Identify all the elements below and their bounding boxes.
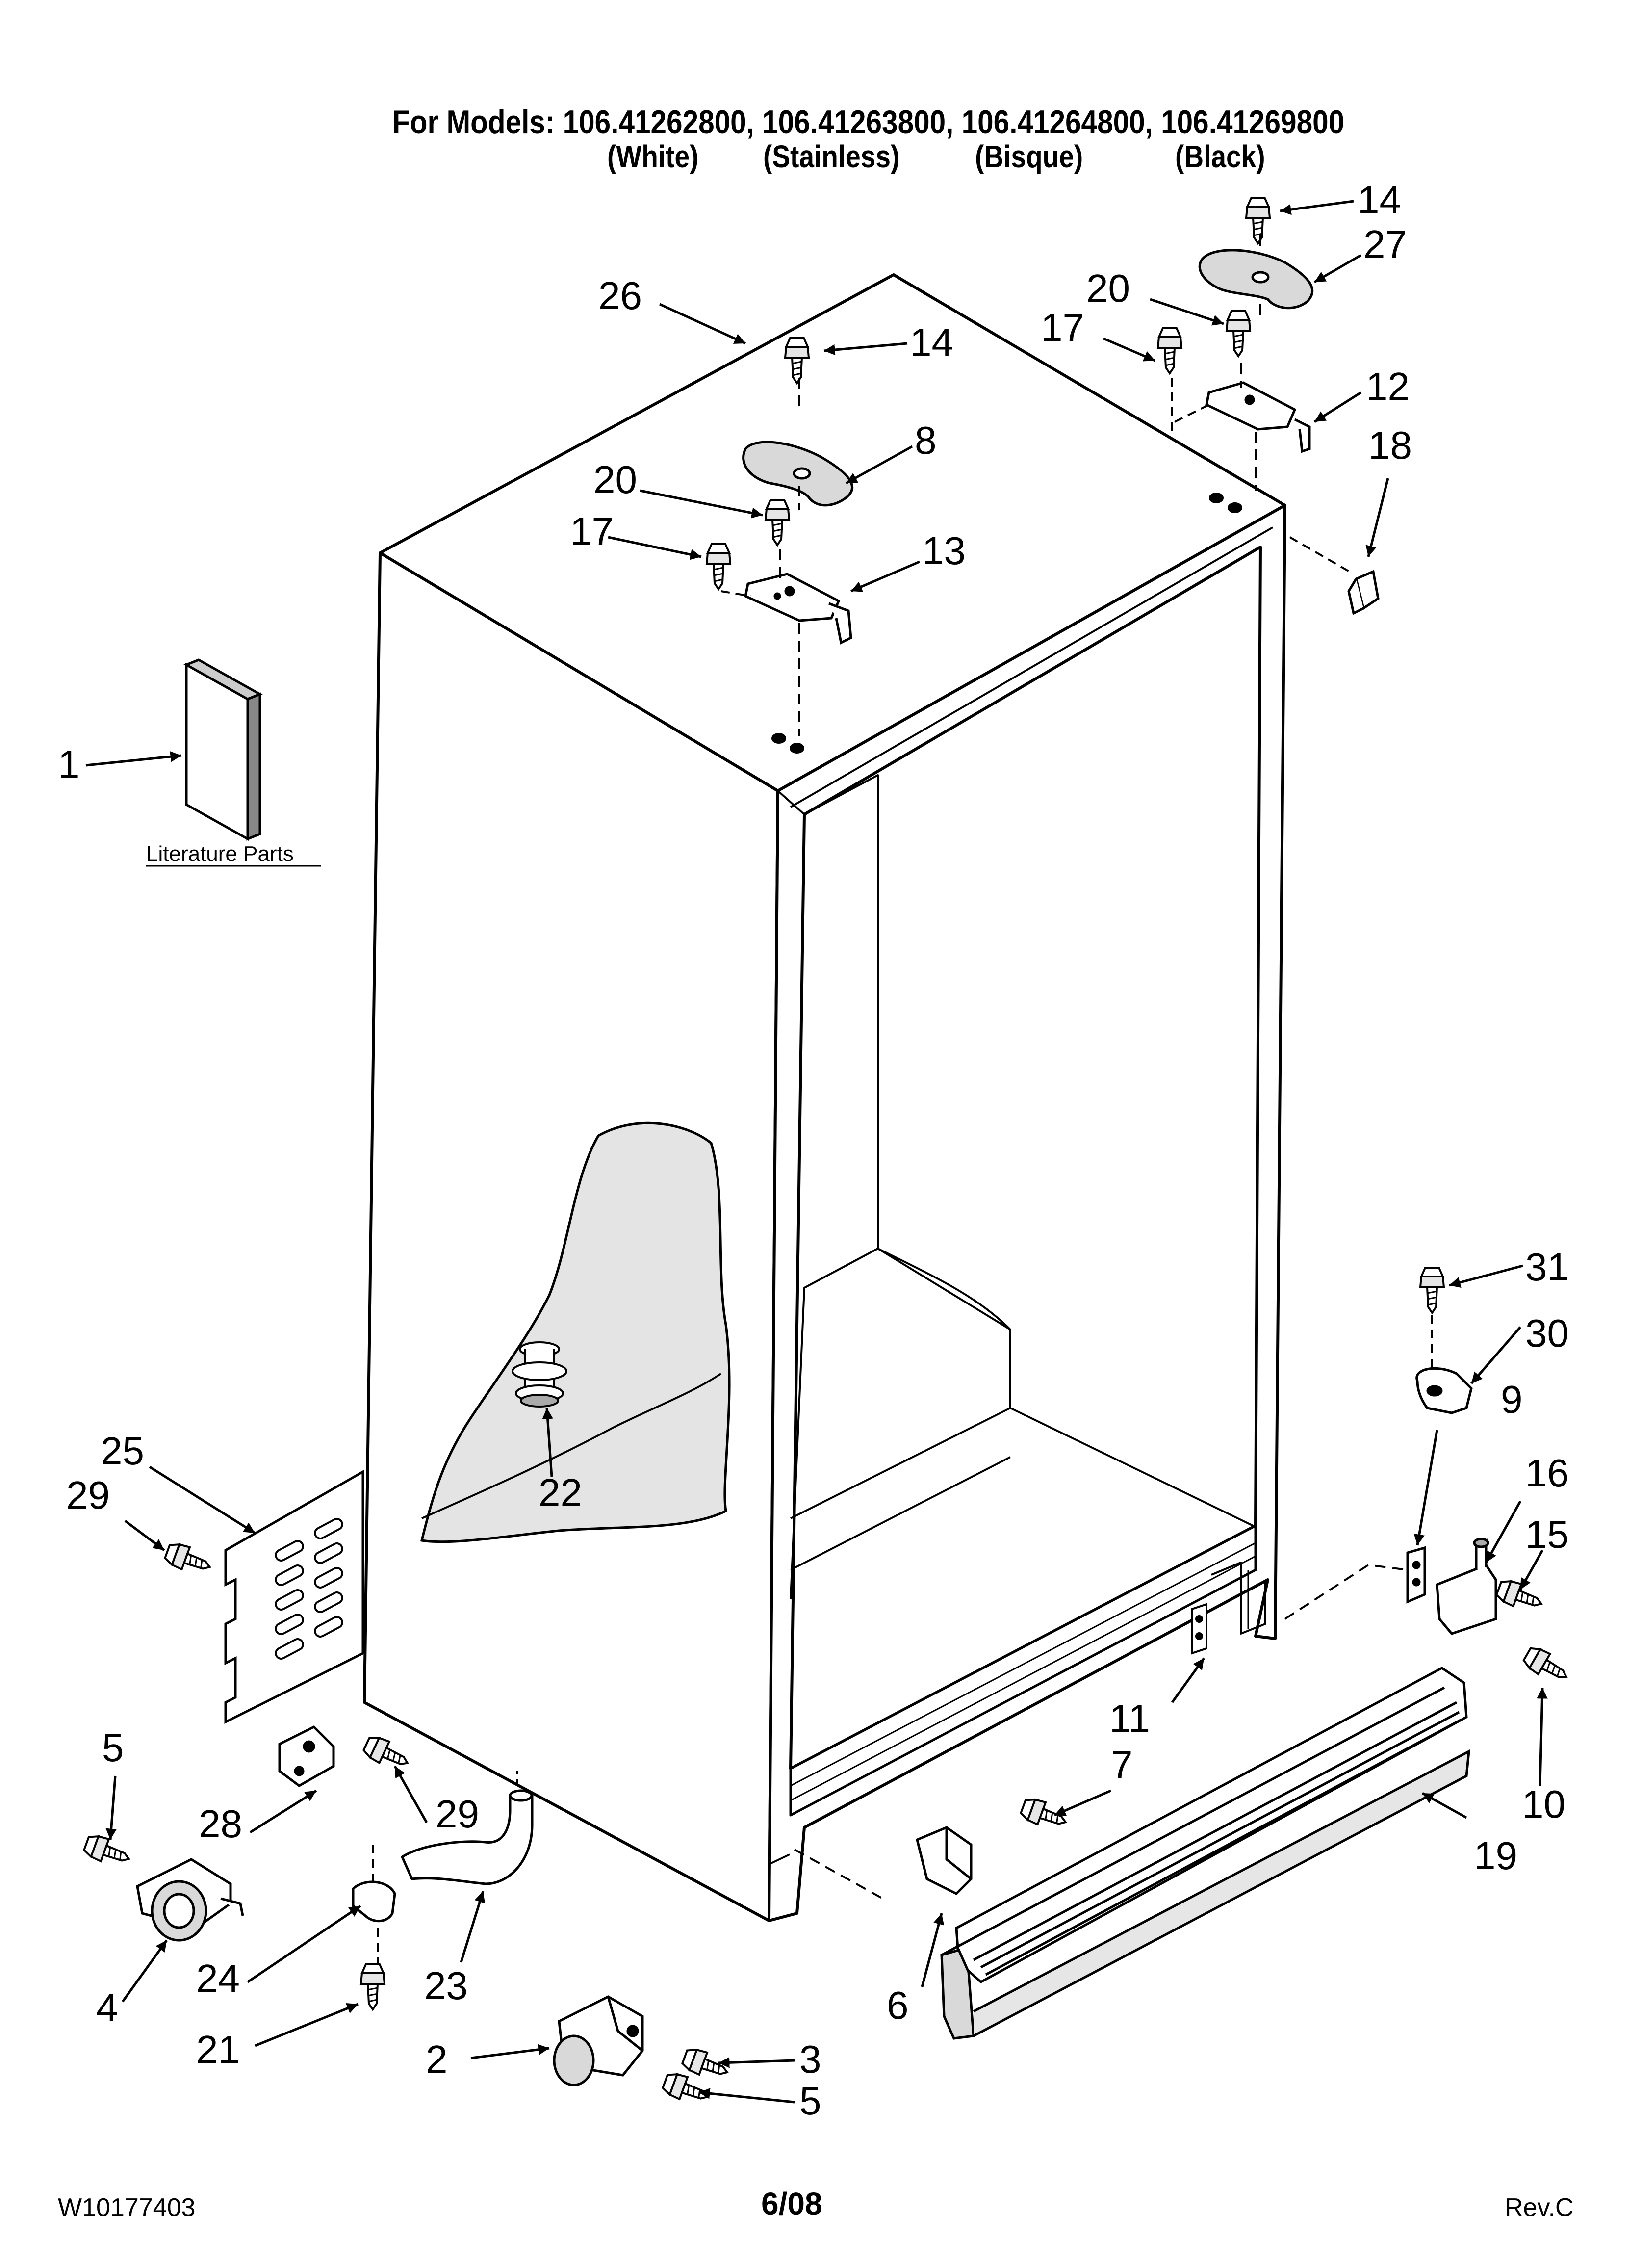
model-list-title: For Models: 106.41262800, 106.41263800, …: [392, 104, 1345, 141]
document-number: W10177403: [58, 2193, 196, 2222]
base-grille: [940, 1667, 1470, 2040]
grille-clip: [916, 1826, 973, 1896]
panel-vents: [275, 1518, 343, 1660]
screw-icon: [1520, 1643, 1573, 1688]
callout-2: 2: [426, 2037, 448, 2081]
callout-10: 10: [1522, 1782, 1565, 1826]
revision-date: 6/08: [761, 2186, 822, 2221]
center-bracket: [1191, 1603, 1207, 1655]
color-label-stainless: (Stainless): [763, 139, 900, 174]
screw-icon: [1245, 197, 1271, 244]
cabinet-body: [363, 273, 1286, 1922]
callout-1: 1: [58, 742, 80, 786]
callout-22: 22: [539, 1471, 582, 1514]
callout-5-left: 5: [102, 1726, 124, 1770]
callout-28: 28: [199, 1802, 242, 1846]
color-label-white: (White): [607, 139, 699, 174]
screw-icon: [1493, 1576, 1546, 1616]
callout-5-bottom: 5: [799, 2079, 821, 2123]
hinge-bracket: [744, 573, 852, 645]
screw-icon: [81, 1831, 134, 1871]
color-label-bisque: (Bisque): [975, 139, 1083, 174]
callout-17-center: 17: [570, 509, 614, 553]
screw-icon: [1419, 1267, 1445, 1314]
hinge-cover: [742, 441, 854, 507]
callout-4: 4: [96, 1986, 118, 2030]
callout-25: 25: [101, 1429, 144, 1473]
cutaway-view: [420, 1121, 731, 1543]
color-label-black: (Black): [1175, 139, 1265, 174]
callout-12: 12: [1366, 365, 1410, 408]
callout-6: 6: [887, 1983, 909, 2027]
screw-icon: [1226, 310, 1251, 357]
callout-13: 13: [922, 529, 966, 573]
callout-26: 26: [598, 274, 642, 317]
callout-20-right: 20: [1086, 266, 1130, 310]
callout-20-center: 20: [593, 458, 637, 501]
callout-14-right: 14: [1358, 178, 1401, 222]
hinge-pin-bracket: [1406, 1538, 1497, 1635]
callout-30: 30: [1525, 1311, 1569, 1355]
drain-hose: [400, 1789, 534, 1885]
literature-parts-label: Literature Parts: [146, 842, 294, 866]
callout-16: 16: [1525, 1451, 1569, 1495]
hinge-bracket-right: [1205, 381, 1311, 453]
callout-29-left: 29: [66, 1473, 110, 1517]
callout-23: 23: [424, 1964, 468, 2007]
callout-3: 3: [799, 2037, 821, 2081]
literature-booklet: [183, 658, 263, 841]
callout-27: 27: [1363, 222, 1407, 266]
screw-icon: [660, 2069, 713, 2109]
screw-icon: [1018, 1795, 1071, 1834]
callout-11: 11: [1109, 1696, 1150, 1740]
revision-label: Rev.C: [1505, 2193, 1574, 2222]
screw-icon: [360, 1732, 413, 1775]
hinge-cover-right: [1198, 249, 1314, 310]
screw-icon: [360, 1963, 385, 2010]
screw-icon: [1157, 327, 1182, 374]
callout-21: 21: [196, 2028, 240, 2071]
callout-18: 18: [1368, 423, 1412, 467]
callout-24: 24: [196, 1956, 240, 2000]
callout-14-center: 14: [910, 320, 953, 364]
callout-15: 15: [1525, 1512, 1569, 1556]
drain-fitting: [512, 1341, 567, 1408]
front-roller: [553, 1995, 644, 2086]
door-closer-cam: [1415, 1367, 1473, 1414]
callout-31: 31: [1525, 1245, 1569, 1289]
callout-9: 9: [1501, 1378, 1523, 1421]
callout-17-right: 17: [1041, 306, 1084, 349]
leader-lines: [85, 200, 1548, 2104]
callout-19: 19: [1474, 1834, 1517, 1877]
roller-bracket: [278, 1725, 335, 1787]
screw-icon: [162, 1539, 215, 1579]
door-stop: [1347, 570, 1380, 615]
hose-clamp: [352, 1880, 396, 1923]
callout-29-bottom: 29: [436, 1792, 479, 1836]
callout-7: 7: [1111, 1743, 1133, 1787]
rear-roller: [136, 1858, 244, 1942]
callout-8: 8: [915, 418, 937, 462]
